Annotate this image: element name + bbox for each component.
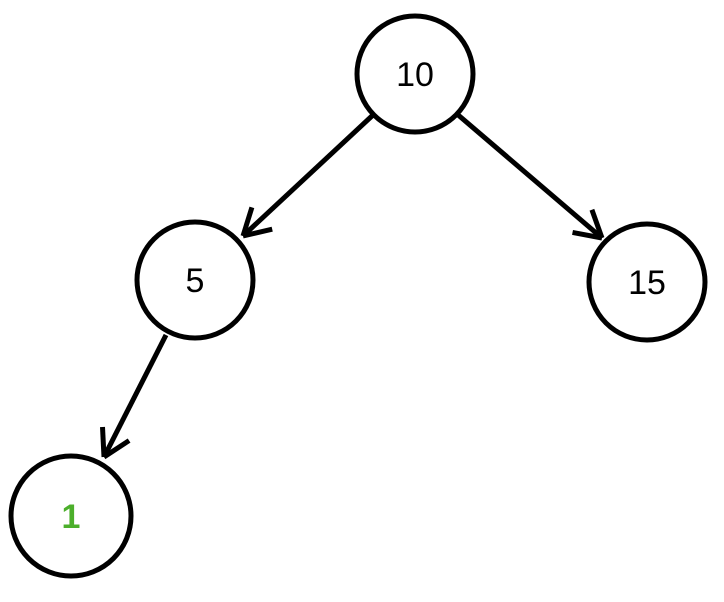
edge-arrowhead-barb-2 bbox=[242, 226, 273, 239]
tree-node-5[interactable]: 5 bbox=[134, 219, 256, 341]
edge-arrowhead-barb-1 bbox=[240, 206, 255, 237]
edge-arrowhead-barb-2 bbox=[589, 208, 605, 239]
tree-nodes-group: 10 5 15 1 bbox=[8, 13, 708, 579]
node-label: 10 bbox=[396, 56, 434, 94]
node-label: 5 bbox=[186, 262, 205, 300]
node-label: 15 bbox=[628, 264, 666, 302]
tree-node-1[interactable]: 1 bbox=[8, 453, 134, 579]
edge-line bbox=[241, 113, 375, 238]
node-label: 1 bbox=[62, 498, 81, 536]
edge-line bbox=[101, 333, 169, 459]
tree-node-10[interactable]: 10 bbox=[354, 13, 476, 135]
tree-edge bbox=[240, 113, 375, 239]
edge-arrowhead-barb-1 bbox=[572, 229, 603, 241]
node-circle[interactable] bbox=[8, 453, 134, 579]
tree-node-15[interactable]: 15 bbox=[586, 221, 708, 343]
tree-edge bbox=[455, 112, 605, 241]
edge-arrowhead-barb-2 bbox=[102, 438, 131, 460]
node-circle[interactable] bbox=[354, 13, 476, 135]
tree-edge bbox=[100, 333, 169, 460]
tree-edges-group bbox=[100, 112, 605, 460]
edge-arrowhead-barb-1 bbox=[100, 426, 107, 458]
node-circle[interactable] bbox=[586, 221, 708, 343]
node-circle[interactable] bbox=[134, 219, 256, 341]
edge-line bbox=[455, 112, 604, 240]
